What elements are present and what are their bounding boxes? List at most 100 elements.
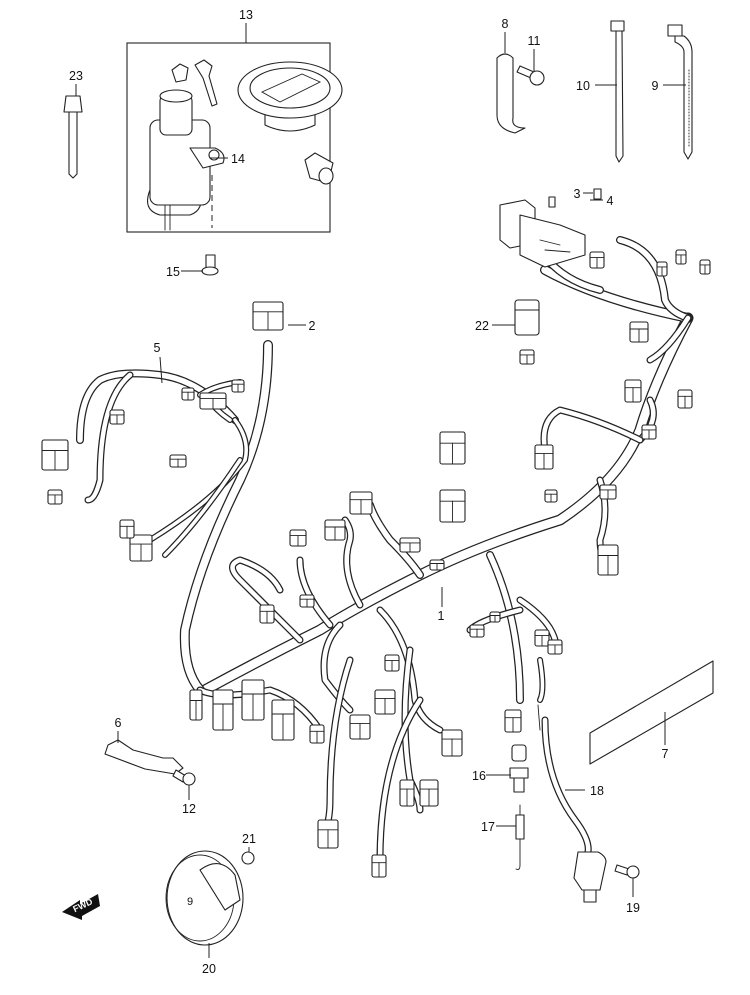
callout-3: 3 <box>574 187 593 201</box>
harness-tube <box>540 406 644 454</box>
harness-tube-fill <box>85 372 133 503</box>
connector <box>429 559 445 571</box>
reflector-strip-7 <box>589 660 714 765</box>
connector <box>271 699 295 741</box>
connector <box>199 392 227 410</box>
svg-text:3: 3 <box>574 187 581 201</box>
harness-tube-fill <box>377 697 423 863</box>
svg-text:7: 7 <box>662 747 669 761</box>
callout-17: 17 <box>481 820 516 834</box>
callout-20: 20 <box>202 943 216 976</box>
harness-tube-fill <box>541 266 692 322</box>
spring-17 <box>515 804 525 870</box>
connector <box>629 321 649 343</box>
harness-tube-fill <box>367 502 423 578</box>
svg-text:16: 16 <box>472 769 486 783</box>
fuse-4 <box>548 196 556 208</box>
connector <box>119 519 135 539</box>
connector <box>374 689 396 715</box>
callout-8: 8 <box>502 17 509 53</box>
harness-tube-fill <box>230 557 303 643</box>
connector <box>252 301 284 331</box>
harness-tube-fill <box>617 237 691 321</box>
connector <box>399 537 421 553</box>
connector <box>289 529 307 547</box>
connector <box>299 594 315 608</box>
callout-19: 19 <box>626 878 640 915</box>
svg-text:20: 20 <box>202 962 216 976</box>
harness-tube-fill <box>181 341 272 694</box>
side-stand-switch-18 <box>537 704 607 903</box>
harness-tube-fill <box>542 717 591 855</box>
svg-text:17: 17 <box>481 820 495 834</box>
connector <box>504 709 522 733</box>
connector <box>349 491 373 515</box>
svg-text:4: 4 <box>607 194 614 208</box>
connector <box>324 519 346 541</box>
svg-text:9: 9 <box>652 79 659 93</box>
connector <box>399 779 415 807</box>
svg-text:12: 12 <box>182 802 196 816</box>
svg-text:22: 22 <box>475 319 489 333</box>
connector <box>699 259 711 275</box>
harness-tube-fill <box>377 607 443 733</box>
connector <box>129 534 153 562</box>
svg-text:8: 8 <box>502 17 509 31</box>
harness-tube-fill <box>647 315 691 363</box>
connector <box>259 604 275 624</box>
connector <box>489 611 501 623</box>
svg-text:1: 1 <box>438 609 445 623</box>
callout-9: 9 <box>652 79 686 93</box>
connector <box>597 544 619 576</box>
callout-2: 2 <box>288 319 316 333</box>
callout-15: 15 <box>166 265 203 279</box>
harness-tube-fill <box>148 418 248 542</box>
bolt-21 <box>241 851 255 865</box>
bolt-19 <box>614 864 640 879</box>
connector <box>317 819 339 849</box>
callout-18: 18 <box>565 784 604 798</box>
connector <box>47 489 63 505</box>
connector <box>469 624 485 638</box>
parts-drawings: 9 FWD <box>62 20 714 946</box>
connector <box>309 724 325 744</box>
seat-lock-cylinder <box>304 152 334 185</box>
callout-5: 5 <box>154 341 163 384</box>
harness-tube-fill <box>538 658 545 702</box>
harness-tube-fill <box>541 407 643 453</box>
connector <box>441 729 463 757</box>
connector <box>371 854 387 878</box>
svg-text:10: 10 <box>576 79 590 93</box>
svg-text:19: 19 <box>626 901 640 915</box>
fuse-3 <box>593 188 602 200</box>
harness-tube-fill <box>517 597 558 643</box>
callout-14: 14 <box>210 152 245 166</box>
horn-20: 9 <box>165 850 244 946</box>
svg-text:23: 23 <box>69 69 83 83</box>
connector <box>212 689 234 731</box>
svg-text:14: 14 <box>231 152 245 166</box>
connector <box>589 251 605 269</box>
callout-23: 23 <box>69 69 83 96</box>
callout-1: 1 <box>438 587 445 623</box>
harness-tube-fill <box>163 458 242 557</box>
callout-7: 7 <box>662 712 669 761</box>
connector <box>181 387 195 401</box>
svg-text:18: 18 <box>590 784 604 798</box>
relay-22 <box>514 299 540 336</box>
connector <box>41 439 69 471</box>
connector <box>677 389 693 409</box>
ignition-set-box <box>126 42 331 233</box>
connector <box>419 779 439 807</box>
harness-tube-fill <box>200 313 693 695</box>
bolt-11 <box>516 65 545 86</box>
connector <box>169 454 187 468</box>
callout-21: 21 <box>242 832 256 852</box>
bolt-15 <box>201 254 219 276</box>
svg-text:15: 15 <box>166 265 180 279</box>
svg-text:2: 2 <box>309 319 316 333</box>
bracket-6 <box>104 739 184 775</box>
connector <box>534 444 554 470</box>
connector <box>547 639 563 655</box>
